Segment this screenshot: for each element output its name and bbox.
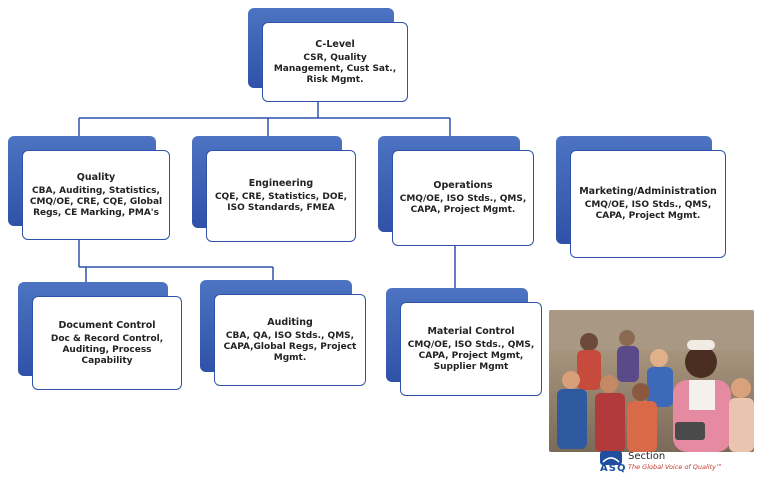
node-title: Document Control [58, 319, 156, 331]
node-material-control: Material Control CMQ/OE, ISO Stds., QMS,… [386, 288, 542, 396]
node-body: Doc & Record Control, Auditing, Process … [50, 333, 164, 366]
node-document-control: Document Control Doc & Record Control, A… [18, 282, 182, 390]
node-title: Auditing [267, 316, 313, 328]
node-quality: Quality CBA, Auditing, Statistics, CMQ/O… [8, 136, 170, 240]
node-operations: Operations CMQ/OE, ISO Stds., QMS, CAPA,… [378, 136, 534, 246]
node-card: Operations CMQ/OE, ISO Stds., QMS, CAPA,… [392, 150, 534, 246]
node-title: C-Level [315, 38, 355, 50]
students-photo [549, 310, 754, 452]
tagline: The Global Voice of Quality™ [628, 463, 723, 471]
asq-logo-icon [600, 451, 622, 465]
node-card: Document Control Doc & Record Control, A… [32, 296, 182, 390]
node-body: CMQ/OE, ISO Stds., QMS, CAPA, Project Mg… [407, 339, 535, 372]
node-title: Engineering [248, 178, 314, 189]
node-title: Quality [76, 171, 116, 183]
node-card: Engineering CQE, CRE, Statistics, DOE, I… [206, 150, 356, 242]
node-body: CBA, Auditing, Statistics, CMQ/OE, CRE, … [29, 185, 163, 218]
asq-logo: ASQ Section The Global Voice of Quality™ [600, 451, 750, 477]
node-card: Quality CBA, Auditing, Statistics, CMQ/O… [22, 150, 170, 240]
node-body: CBA, QA, ISO Stds., QMS, CAPA,Global Reg… [223, 330, 357, 363]
node-auditing: Auditing CBA, QA, ISO Stds., QMS, CAPA,G… [200, 280, 366, 386]
node-card: Marketing/Administration CMQ/OE, ISO Std… [570, 150, 726, 258]
node-card: Auditing CBA, QA, ISO Stds., QMS, CAPA,G… [214, 294, 366, 386]
node-title: Marketing/Administration [579, 186, 717, 197]
asq-logo-text: ASQ [600, 463, 627, 474]
node-card: Material Control CMQ/OE, ISO Stds., QMS,… [400, 302, 542, 396]
section-label: Section [628, 451, 666, 462]
node-body: CQE, CRE, Statistics, DOE, ISO Standards… [214, 192, 348, 213]
node-engineering: Engineering CQE, CRE, Statistics, DOE, I… [192, 136, 356, 242]
node-c-level: C-Level CSR, Quality Management, Cust Sa… [248, 8, 408, 102]
node-marketing-administration: Marketing/Administration CMQ/OE, ISO Std… [556, 136, 726, 258]
node-card: C-Level CSR, Quality Management, Cust Sa… [262, 22, 408, 102]
node-title: Material Control [427, 325, 515, 337]
node-body: CMQ/OE, ISO Stds., QMS, CAPA, Project Mg… [584, 200, 712, 221]
node-title: Operations [433, 180, 493, 191]
node-body: CMQ/OE, ISO Stds., QMS, CAPA, Project Mg… [399, 194, 527, 215]
node-body: CSR, Quality Management, Cust Sat., Risk… [273, 52, 397, 85]
